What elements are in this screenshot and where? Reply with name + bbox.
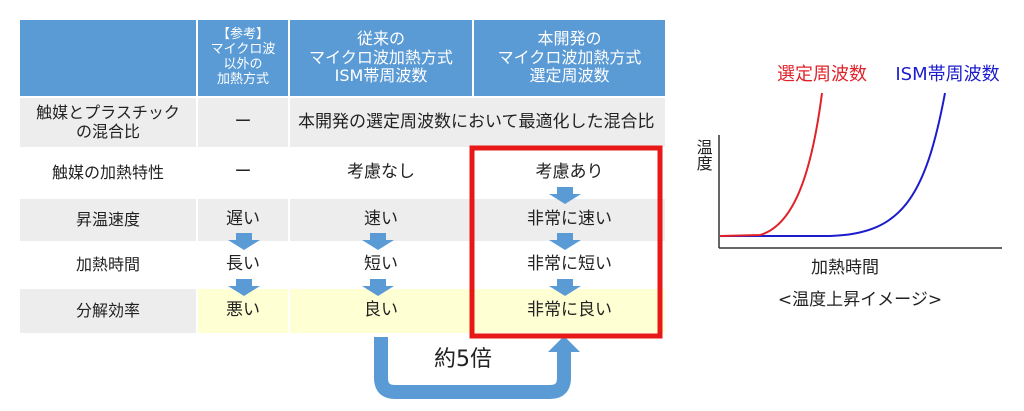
cell: ー — [198, 149, 288, 197]
header-line: マイクロ波加熱方式 — [309, 47, 453, 67]
comparison-arrowhead-icon — [548, 336, 580, 352]
header-empty — [20, 20, 196, 96]
header-line: 選定周波数 — [529, 66, 610, 86]
down-arrow-icon — [362, 279, 394, 296]
row-label-heating-time: 加熱時間 — [20, 243, 196, 287]
highlight-box — [469, 145, 663, 339]
series-line-ism — [720, 92, 946, 237]
legend-selected-frequency: 選定周波数 — [777, 63, 867, 85]
header-line: 【参考】 — [216, 27, 269, 43]
label-line: 触媒とプラスチック — [36, 103, 180, 123]
header-line: ISM帯周波数 — [334, 66, 428, 86]
down-arrow-icon — [549, 233, 581, 250]
cell: 非常に良い — [474, 289, 665, 333]
comparison-label: 約5倍 — [434, 347, 492, 373]
y-axis-label: 温度 — [693, 130, 713, 180]
cell: ー — [198, 98, 288, 147]
header-line: 加熱方式 — [216, 71, 269, 87]
header-line: マイクロ波加熱方式 — [497, 47, 642, 67]
header-line: マイクロ波 — [210, 42, 276, 58]
graph-caption: <温度上昇イメージ> — [777, 290, 943, 311]
label-line: の混合比 — [75, 121, 140, 141]
cell-merged: 本開発の選定周波数において最適化した混合比 — [290, 98, 665, 147]
row-label-mix-ratio: 触媒とプラスチックの混合比 — [20, 98, 196, 147]
down-arrow-icon — [228, 279, 260, 296]
row-label-decomposition-efficiency: 分解効率 — [20, 289, 196, 333]
comparison-arrow-icon — [374, 337, 571, 399]
down-arrow-icon — [362, 233, 394, 250]
down-arrow-icon — [228, 233, 260, 250]
cell: 悪い — [198, 289, 288, 333]
header-reference: 【参考】マイクロ波以外の加熱方式 — [198, 20, 288, 96]
header-line: 従来の — [356, 29, 405, 49]
header-line: 以外の — [223, 57, 263, 72]
cell: 考慮なし — [290, 149, 472, 197]
header-line: 本開発の — [537, 29, 602, 49]
header-new: 本開発のマイクロ波加熱方式選定周波数 — [474, 20, 665, 96]
y-axis-label-text: 温度 — [693, 139, 713, 171]
row-label-heating-characteristics: 触媒の加熱特性 — [20, 149, 196, 197]
down-arrow-icon — [549, 279, 581, 296]
row-label-heating-rate: 昇温速度 — [20, 199, 196, 241]
x-axis-label: 加熱時間 — [811, 258, 879, 279]
down-arrow-icon — [549, 187, 581, 204]
legend-ism-frequency: ISM帯周波数 — [895, 63, 1000, 85]
series-line-selected — [719, 92, 823, 237]
cell: 良い — [290, 289, 472, 333]
cell: 速い — [290, 199, 472, 241]
